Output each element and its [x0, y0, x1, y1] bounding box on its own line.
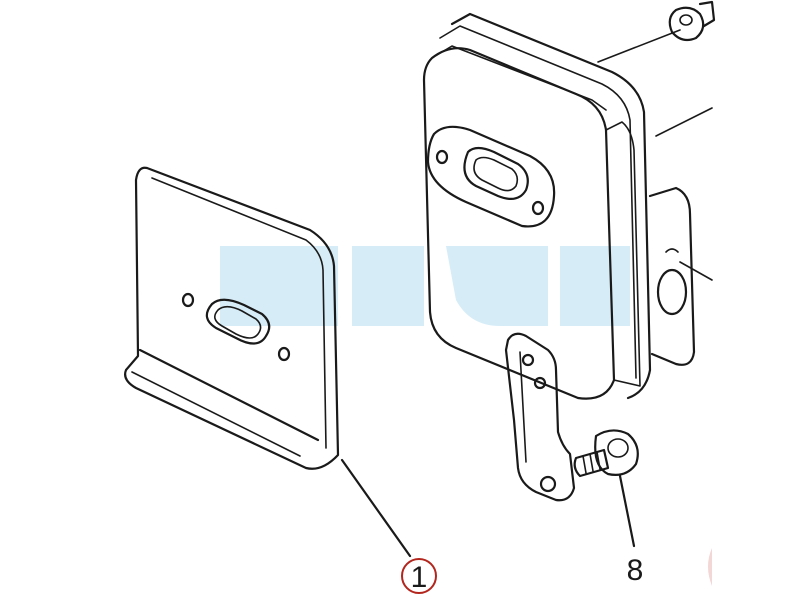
muffler	[422, 12, 652, 400]
mounting-tab-outline	[504, 332, 576, 502]
shield-port-inner	[214, 305, 262, 339]
shield-bend-line	[138, 348, 320, 442]
edge-fragment	[708, 548, 712, 586]
watermark-block	[220, 246, 338, 326]
shield-outline	[124, 166, 340, 470]
callout-label-1: 1	[411, 561, 428, 594]
shield-bolt-hole	[277, 346, 291, 362]
muffler-port-inner	[473, 156, 519, 192]
watermark	[220, 246, 630, 326]
muffler-side-face	[605, 121, 641, 387]
mounting-tab-hole	[539, 475, 557, 493]
callout-circle-1	[401, 558, 437, 594]
heat-shield-gasket	[124, 166, 340, 470]
stud-line	[597, 29, 681, 63]
callout-label-8: 8	[627, 554, 644, 587]
side-bracket-hole	[665, 248, 679, 253]
bolt	[573, 429, 639, 478]
watermark-block	[560, 246, 630, 326]
top-stud	[597, 0, 716, 281]
muffler-bolt-hole	[435, 149, 449, 165]
leader-line-1	[340, 458, 412, 558]
muffler-flange-line	[439, 25, 637, 379]
bolt-head-top	[607, 438, 629, 458]
muffler-back-edge	[450, 12, 652, 400]
watermark-block	[352, 246, 424, 326]
right-edge-line	[655, 107, 713, 137]
muffler-port-flange	[426, 125, 556, 228]
mounting-tab	[504, 332, 576, 502]
callouts: 1 8	[340, 458, 644, 594]
bolt-head	[594, 429, 639, 476]
side-bracket	[648, 186, 696, 366]
top-nut	[698, 0, 716, 28]
muffler-bolt-hole	[531, 200, 545, 216]
mounting-tab-hole	[533, 376, 547, 390]
top-washer	[668, 6, 705, 42]
right-stud-line	[679, 261, 713, 281]
muffler-top-face	[431, 45, 607, 111]
side-bracket-opening	[656, 268, 688, 316]
top-washer-hole	[679, 14, 693, 26]
mounting-tab-fold	[519, 351, 527, 463]
side-bracket-outline	[648, 186, 696, 366]
mounting-tab-hole	[521, 353, 535, 367]
muffler-front-face	[422, 47, 616, 400]
muffler-port-outer	[463, 146, 529, 201]
shield-port-outer	[205, 298, 271, 345]
shield-inner-border	[151, 177, 327, 449]
leader-line-8	[618, 474, 636, 548]
watermark-block	[446, 246, 548, 326]
shield-bolt-hole	[181, 292, 195, 308]
shield-bend-line-lower	[131, 371, 301, 457]
